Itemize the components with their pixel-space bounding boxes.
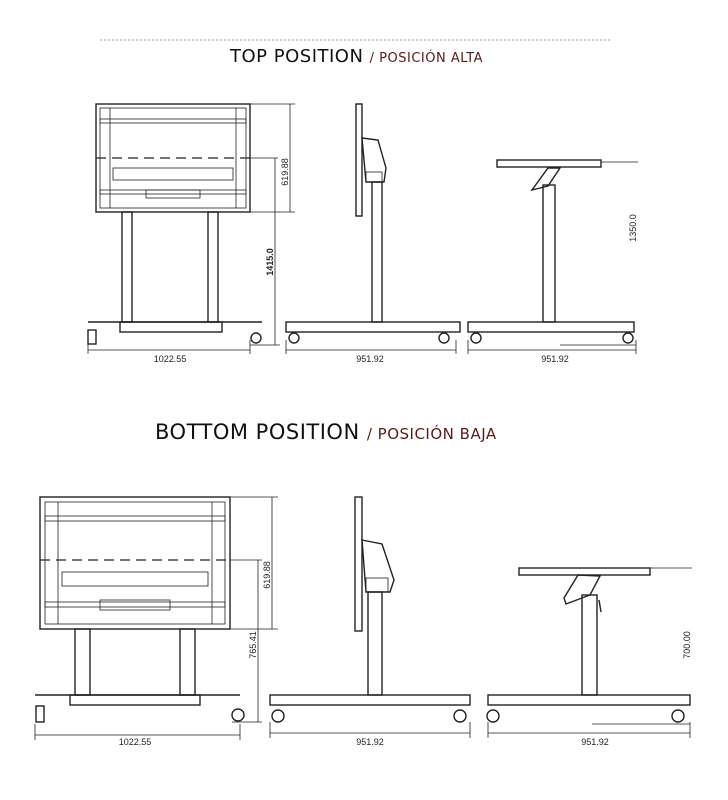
dim-width: 1022.55 <box>154 354 187 364</box>
bottom-tilted-view: 700.00 951.92 <box>486 567 692 747</box>
top-side-view: 951.92 <box>285 103 461 364</box>
dim-height: 700.00 <box>682 631 692 659</box>
title-en: TOP POSITION <box>230 46 364 67</box>
title-en: BOTTOM POSITION <box>155 420 360 444</box>
top-tilted-view: 1350.0 951.92 <box>467 159 638 364</box>
bottom-front-view: 619.88 765.41 1022.55 <box>34 496 278 747</box>
dim-screen-height: 619.88 <box>262 561 272 589</box>
dim-width: 1022.55 <box>119 737 152 747</box>
dim-width: 951.92 <box>356 354 384 364</box>
title-es: / POSICIÓN ALTA <box>369 51 484 66</box>
dim-height: 1350.0 <box>628 214 638 242</box>
dim-screen-height: 619.88 <box>280 158 290 186</box>
dim-width: 951.92 <box>581 737 609 747</box>
dim-total-height: 765.41 <box>248 631 258 659</box>
top-position-title: TOP POSITION / POSICIÓN ALTA <box>230 46 483 67</box>
bottom-position-title: BOTTOM POSITION / POSICIÓN BAJA <box>155 420 497 444</box>
dim-total-height: 1415.0 <box>265 248 275 276</box>
dim-width: 951.92 <box>356 737 384 747</box>
top-front-view: 619.88 1415.0 1022.55 <box>87 103 295 364</box>
bottom-side-view: 951.92 <box>269 496 471 747</box>
title-es: / POSICIÓN BAJA <box>366 425 497 443</box>
dim-width: 951.92 <box>541 354 569 364</box>
